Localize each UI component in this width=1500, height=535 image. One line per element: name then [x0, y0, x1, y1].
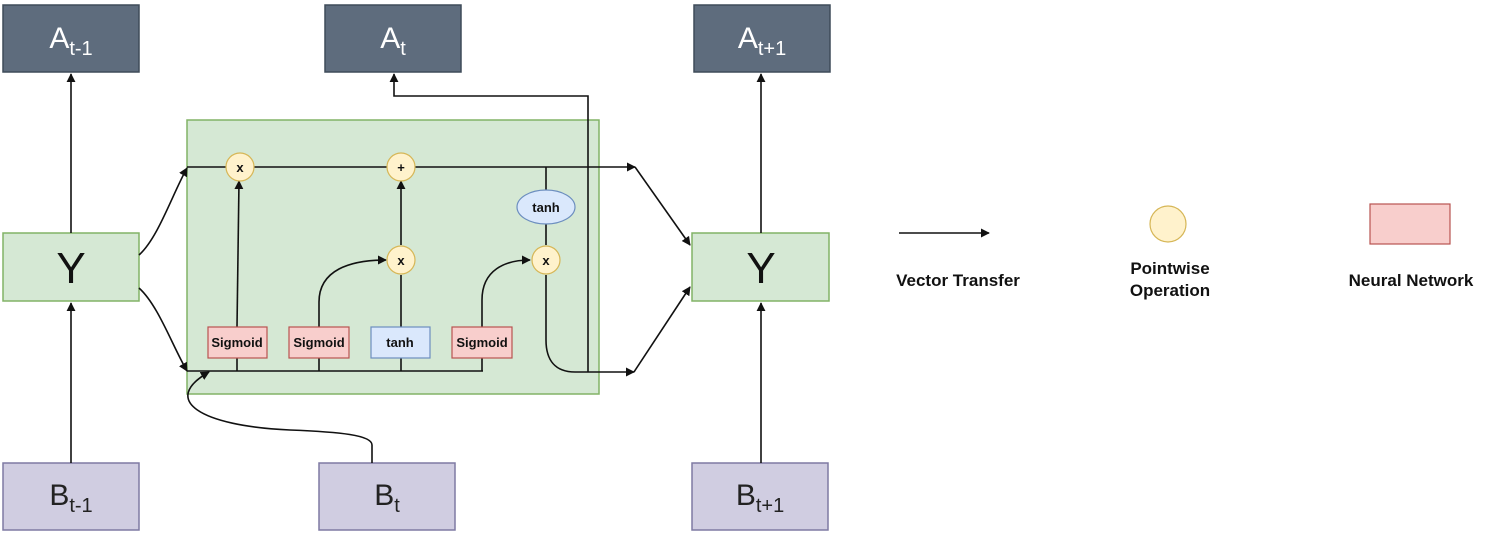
pointwise-op-input: x — [386, 245, 416, 275]
gate-candidate-label: tanh — [386, 335, 414, 350]
arrow-hidden-to-y-right — [633, 286, 691, 373]
output-box-next: At+1 — [693, 4, 831, 73]
input-box-next: Bt+1 — [691, 462, 829, 531]
hidden-to-output-current — [389, 73, 589, 372]
tanh-activation: tanh — [516, 189, 576, 225]
svg-text:Bt+1: Bt+1 — [736, 479, 784, 517]
output-prev-main: A — [49, 22, 69, 55]
y-cell-left: Y — [2, 232, 140, 302]
arrow-cell-state-to-y-right — [634, 166, 691, 246]
legend-neural-network: Neural Network — [1349, 203, 1474, 290]
output-gate-to-multiply — [481, 255, 531, 327]
gate-forget: Sigmoid — [207, 326, 268, 359]
arrow-y-left-to-hidden-bus — [138, 287, 188, 372]
input-prev-sub: t-1 — [69, 495, 92, 517]
forget-gate-to-multiply — [234, 180, 244, 328]
output-box-prev: At-1 — [2, 4, 140, 73]
input-gate-to-multiply — [318, 255, 387, 327]
pointwise-op-add-label: + — [397, 160, 405, 175]
gate-forget-label: Sigmoid — [211, 335, 262, 350]
input-box-current: Bt — [318, 462, 456, 531]
legend-pointwise-label-line2: Operation — [1130, 281, 1210, 300]
input-next-sub: t+1 — [756, 495, 784, 517]
legend-pointwise-label-line1: Pointwise — [1130, 259, 1209, 278]
gate-output: Sigmoid — [451, 326, 513, 359]
gate-output-label: Sigmoid — [456, 335, 507, 350]
input-box-prev: Bt-1 — [2, 462, 140, 531]
input-next-main: B — [736, 479, 756, 512]
svg-text:Bt: Bt — [374, 479, 400, 517]
input-current-sub: t — [394, 495, 400, 517]
pointwise-op-output-label: x — [542, 253, 550, 268]
pointwise-op-input-label: x — [397, 253, 405, 268]
pointwise-op-output: x — [531, 245, 561, 275]
output-next-sub: t+1 — [758, 38, 786, 60]
output-current-sub: t — [400, 38, 406, 60]
arrow-y-left-to-cell-state — [138, 167, 188, 256]
hidden-state-output — [545, 275, 635, 377]
tanh-activation-label: tanh — [532, 200, 560, 215]
legend-pointwise-operation: Pointwise Operation — [1130, 205, 1210, 300]
output-box-current: At — [324, 4, 462, 73]
input-current-to-cell — [187, 371, 373, 463]
output-current-main: A — [380, 22, 400, 55]
svg-text:Bt-1: Bt-1 — [49, 479, 92, 517]
input-prev-main: B — [49, 479, 69, 512]
gate-input: Sigmoid — [288, 326, 350, 359]
y-cell-right-label: Y — [746, 244, 775, 293]
legend-vector-transfer-label: Vector Transfer — [896, 271, 1020, 290]
pointwise-op-forget: x — [225, 152, 255, 182]
pointwise-op-forget-label: x — [236, 160, 244, 175]
svg-text:At: At — [380, 22, 406, 60]
legend: Vector Transfer Pointwise Operation Neur… — [896, 203, 1474, 300]
legend-neural-network-icon — [1369, 203, 1451, 245]
output-next-main: A — [738, 22, 758, 55]
legend-neural-network-label: Neural Network — [1349, 271, 1474, 290]
pointwise-op-add: + — [386, 152, 416, 182]
gate-candidate: tanh — [370, 326, 431, 359]
svg-text:At+1: At+1 — [738, 22, 786, 60]
y-cell-right: Y — [691, 232, 830, 302]
connections — [66, 73, 766, 463]
output-prev-sub: t-1 — [69, 38, 92, 60]
y-cell-left-label: Y — [56, 244, 85, 293]
legend-vector-transfer: Vector Transfer — [896, 228, 1020, 290]
svg-text:At-1: At-1 — [49, 22, 92, 60]
input-current-main: B — [374, 479, 394, 512]
gate-input-label: Sigmoid — [293, 335, 344, 350]
legend-pointwise-icon — [1149, 205, 1187, 243]
